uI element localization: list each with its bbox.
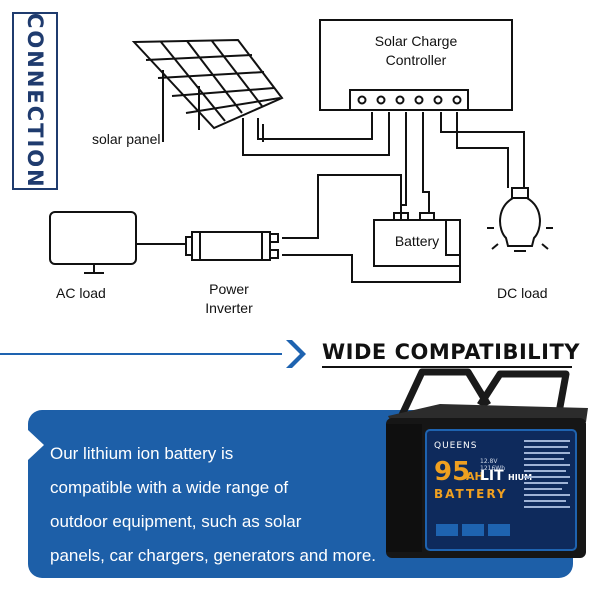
product-spec-lines [524, 440, 570, 508]
connection-side-tab: CONNECTION [12, 12, 58, 190]
inverter-label-line1: Power [209, 281, 249, 297]
ac-load-monitor-icon [49, 211, 137, 274]
product-brand: QUEENS [434, 441, 478, 451]
promo-line-4: panels, car chargers, generators and mor… [50, 546, 377, 565]
product-badge-2 [462, 524, 484, 536]
promo-line-3: outdoor equipment, such as solar [50, 512, 302, 531]
solar-panel-label: solar panel [92, 131, 161, 147]
battery-terminal-pos [419, 212, 435, 221]
solar-panel-icon [131, 38, 284, 142]
promo-line-2: compatible with a wide range of [50, 478, 289, 497]
product-capacity: 95 [434, 457, 470, 487]
connection-diagram [49, 19, 553, 283]
product-hium: HIUM [508, 473, 532, 482]
controller-terminals [357, 95, 462, 105]
controller-terminal-strip [349, 89, 469, 111]
promo-text: Our lithium ion battery is compatible wi… [50, 437, 470, 573]
inverter-label-line2: Inverter [205, 300, 253, 316]
dc-load-label: DC load [497, 285, 548, 301]
controller-title-line2: Controller [385, 52, 447, 68]
inverter-label: Power Inverter [196, 280, 262, 318]
product-word: BATTERY [434, 487, 508, 501]
dc-load-bulb-icon [487, 187, 553, 252]
section-divider [0, 340, 572, 368]
chevron-right-icon [286, 340, 306, 368]
ac-load-label: AC load [56, 285, 106, 301]
power-inverter-icon [185, 231, 279, 261]
product-badge-3 [488, 524, 510, 536]
product-badge-1 [436, 524, 458, 536]
product-unit: AH [466, 470, 484, 483]
section-title: WIDE COMPATIBILITY [322, 340, 580, 364]
promo-chevron-icon [28, 430, 44, 460]
promo-line-1: Our lithium ion battery is [50, 444, 234, 463]
product-lit: LIT [480, 468, 504, 484]
controller-title-line1: Solar Charge [374, 33, 458, 49]
controller-title: Solar Charge Controller [322, 32, 510, 70]
product-battery-image: QUEENS 95 AH LIT HIUM 12.8V 1216Wh BATTE… [386, 368, 588, 558]
battery-label: Battery [394, 233, 440, 249]
product-energy: 1216Wh [480, 465, 505, 472]
product-voltage: 12.8V [480, 458, 498, 465]
connection-label: CONNECTION [23, 13, 47, 189]
battery-box [373, 219, 461, 267]
